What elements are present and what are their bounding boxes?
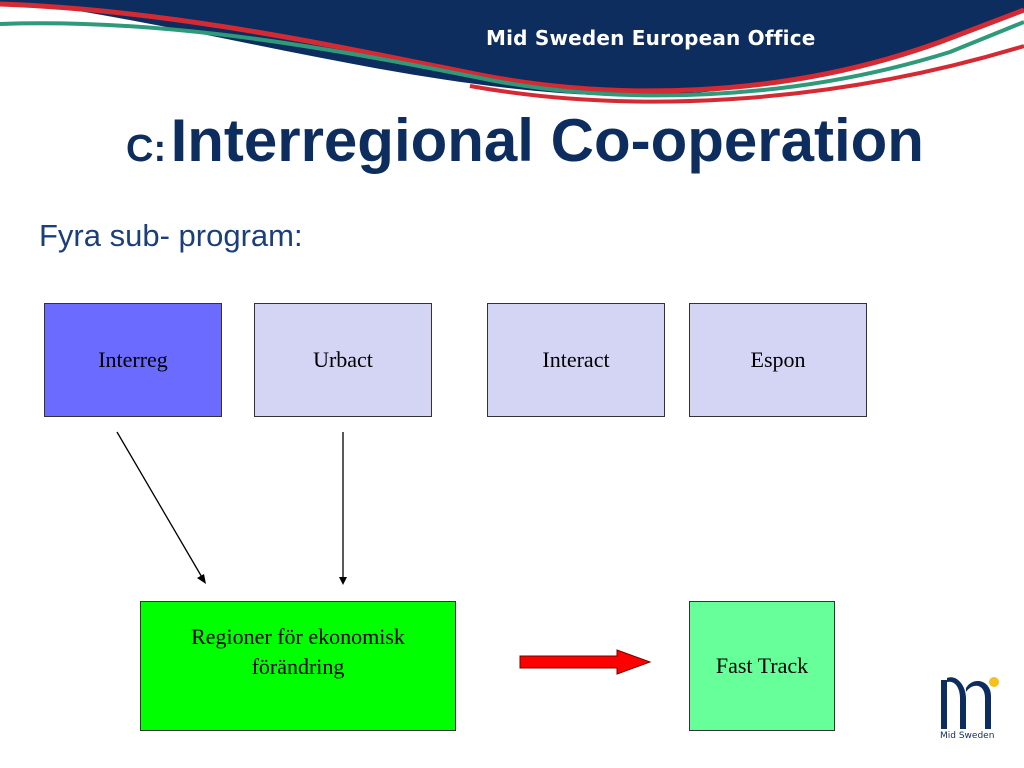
- arrow-interreg-to-regioner: [116, 431, 206, 584]
- logo-label: Mid Sweden: [940, 731, 995, 741]
- target-regioner: Regioner för ekonomisk förändring: [140, 601, 456, 731]
- target-label: Regioner för ekonomisk förändring: [191, 624, 405, 679]
- subprogram-label: Interreg: [98, 347, 168, 372]
- subprogram-interreg: Interreg: [44, 303, 222, 417]
- subprogram-interact: Interact: [487, 303, 665, 417]
- target-fast-track: Fast Track: [689, 601, 835, 731]
- mid-sweden-logo-icon: [941, 677, 999, 729]
- title-main: Interregional Co-operation: [170, 107, 924, 174]
- subprogram-urbact: Urbact: [254, 303, 432, 417]
- subprogram-label: Interact: [542, 347, 610, 372]
- header-banner: [0, 0, 1024, 104]
- subprogram-espon: Espon: [689, 303, 867, 417]
- target-label: Fast Track: [715, 653, 809, 678]
- subprogram-label: Urbact: [313, 347, 373, 372]
- header-title: Mid Sweden European Office: [486, 26, 816, 50]
- arrow-urbact-to-regioner: [339, 432, 347, 585]
- block-arrow: [519, 649, 652, 675]
- subprogram-label: Espon: [750, 347, 806, 372]
- page-title: C: Interregional Co-operation: [126, 106, 924, 175]
- title-prefix: C:: [126, 128, 167, 170]
- subtitle: Fyra sub- program:: [39, 218, 303, 253]
